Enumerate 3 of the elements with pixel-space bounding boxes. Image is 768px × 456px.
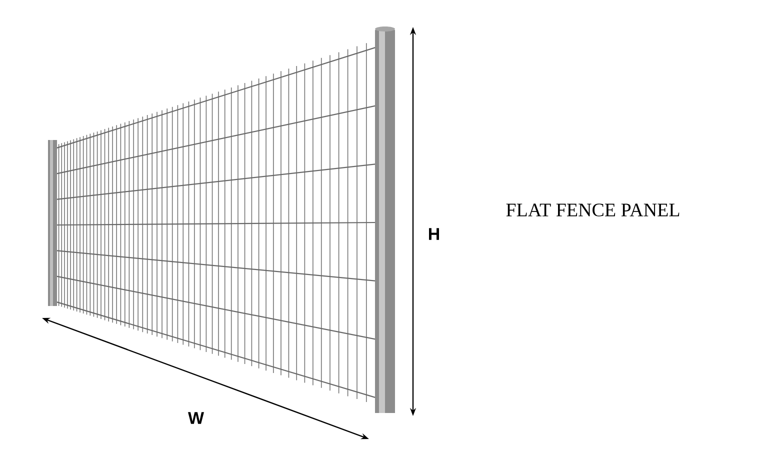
dimension-label: H <box>429 228 439 240</box>
dimension-label: W <box>188 412 204 424</box>
title: FLAT FENCE PANEL <box>506 204 680 216</box>
